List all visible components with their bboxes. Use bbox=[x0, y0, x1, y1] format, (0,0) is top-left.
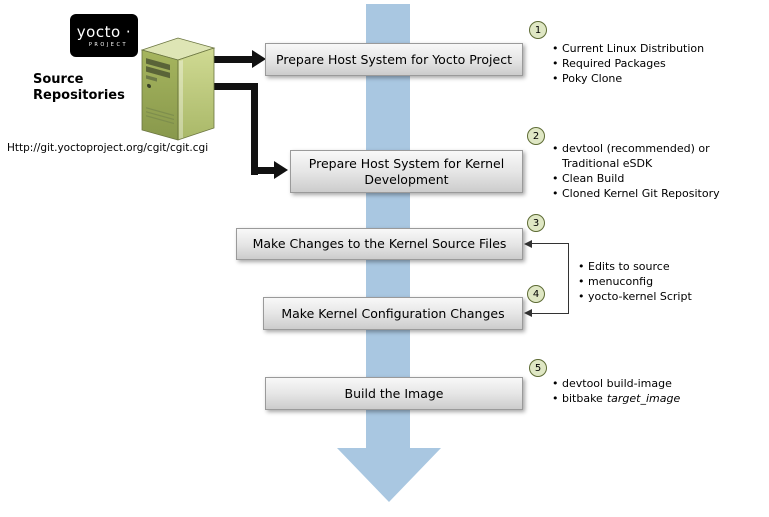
connector-step3-hline bbox=[531, 243, 569, 244]
arrow-repo-to-step1-shaft bbox=[214, 56, 252, 63]
bullet-item: Edits to source bbox=[577, 259, 757, 274]
step-badge-4: 4 bbox=[527, 285, 545, 303]
step-box-prepare-host-kernel: Prepare Host System for Kernel Developme… bbox=[290, 150, 523, 193]
yocto-project-text: PROJECT bbox=[88, 42, 128, 48]
repository-url-text: Http://git.yoctoproject.org/cgit/cgit.cg… bbox=[7, 142, 209, 154]
step-badge-5: 5 bbox=[529, 359, 547, 377]
yocto-logo: yocto · PROJECT bbox=[70, 14, 138, 57]
source-repositories-label: Source Repositories bbox=[33, 72, 125, 103]
steps-3-4-shared-bullets: Edits to source menuconfig yocto-kernel … bbox=[577, 259, 757, 304]
connector-step4-hline bbox=[531, 313, 569, 314]
connector-step3-head-icon bbox=[524, 240, 532, 248]
step-1-bullets: Current Linux Distribution Required Pack… bbox=[551, 41, 751, 86]
step-badge-2: 2 bbox=[527, 127, 545, 145]
bullet-item: Clean Build bbox=[551, 171, 736, 186]
step-box-label: Prepare Host System for Yocto Project bbox=[276, 51, 512, 67]
arrow-repo-to-step2-head-icon bbox=[274, 161, 288, 179]
step-box-label: Make Changes to the Kernel Source Files bbox=[252, 236, 507, 251]
step-box-make-source-changes: Make Changes to the Kernel Source Files bbox=[236, 228, 523, 260]
arrow-repo-to-step2-vseg bbox=[251, 83, 258, 175]
bullet-item: Current Linux Distribution bbox=[551, 41, 751, 56]
bullet-item: Poky Clone bbox=[551, 71, 751, 86]
step-badge-1: 1 bbox=[529, 21, 547, 39]
connector-vline bbox=[568, 243, 569, 314]
bitbake-target-image-text: target_image bbox=[606, 392, 681, 405]
bullet-item: Required Packages bbox=[551, 56, 751, 71]
server-tower-icon bbox=[140, 37, 216, 141]
bullet-item: yocto-kernel Script bbox=[577, 289, 757, 304]
step-badge-3: 3 bbox=[527, 214, 545, 232]
step-2-bullets: devtool (recommended) or Traditional eSD… bbox=[551, 141, 736, 201]
bullet-item: menuconfig bbox=[577, 274, 757, 289]
step-box-prepare-host-yocto: Prepare Host System for Yocto Project bbox=[265, 43, 523, 76]
arrow-repo-to-step2-hseg2 bbox=[251, 167, 275, 174]
bullet-item: devtool build-image bbox=[551, 376, 751, 391]
step-box-make-config-changes: Make Kernel Configuration Changes bbox=[263, 297, 523, 330]
step-box-label: Prepare Host System for Kernel Developme… bbox=[308, 155, 505, 187]
bullet-item: devtool (recommended) or Traditional eSD… bbox=[551, 141, 736, 171]
yocto-brand-text: yocto · bbox=[76, 23, 132, 41]
connector-step4-head-icon bbox=[524, 309, 532, 317]
step-box-label: Make Kernel Configuration Changes bbox=[281, 305, 505, 321]
bitbake-command-text: bitbake bbox=[562, 392, 603, 405]
step-box-build-image: Build the Image bbox=[265, 377, 523, 410]
arrow-repo-to-step1-head-icon bbox=[252, 50, 266, 68]
bullet-item: Cloned Kernel Git Repository bbox=[551, 186, 736, 201]
step-box-label: Build the Image bbox=[344, 385, 444, 401]
arrow-repo-to-step2-hseg1 bbox=[212, 83, 258, 90]
